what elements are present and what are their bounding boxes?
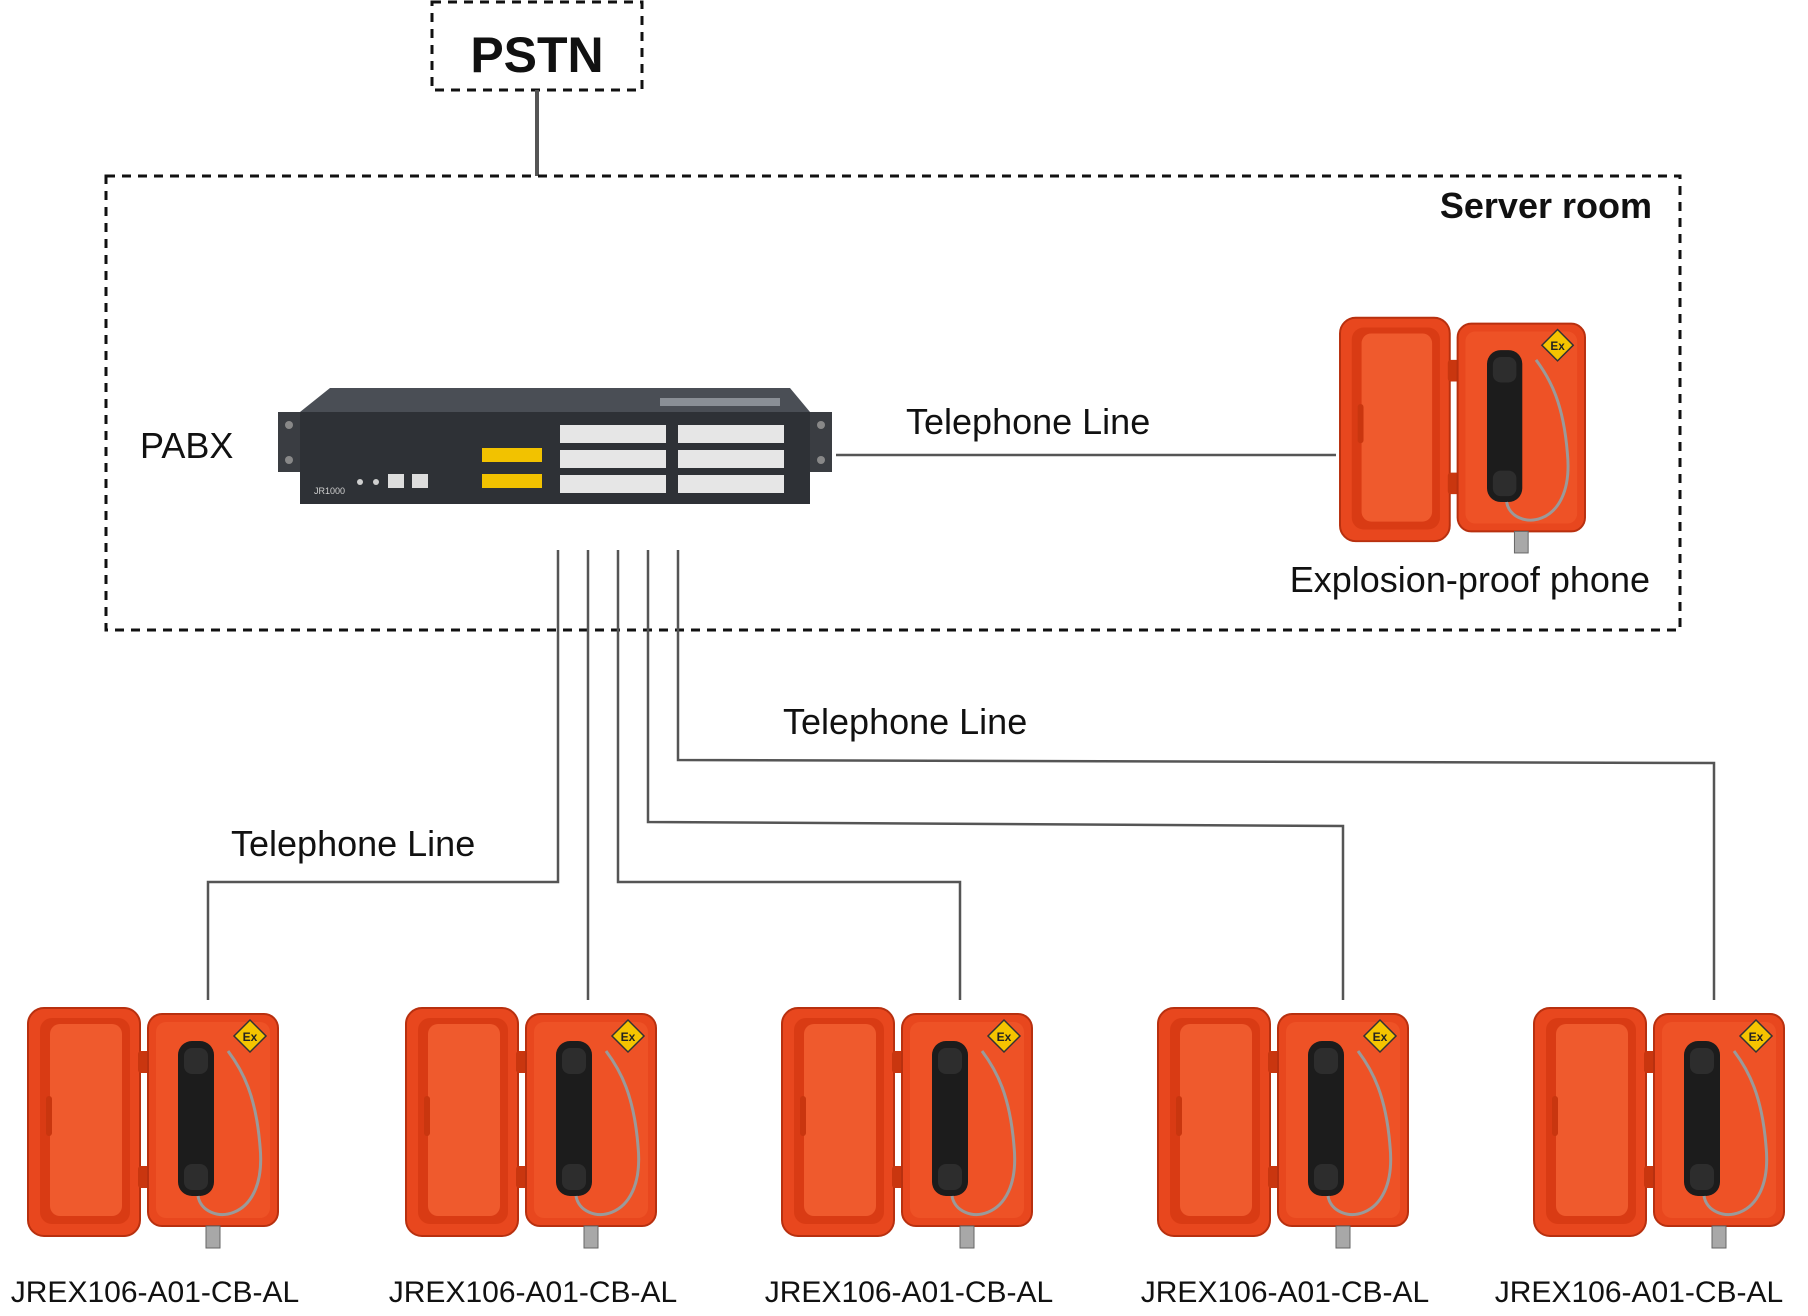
field-phone-1 — [26, 1006, 280, 1250]
telephone-line-label-server: Telephone Line — [906, 401, 1151, 442]
server-room-label: Server room — [1439, 185, 1652, 226]
field-phone-2 — [404, 1006, 658, 1250]
field-phone-model-5: JREX106-A01-CB-AL — [1494, 1276, 1784, 1309]
telephone-line-label-left: Telephone Line — [231, 823, 476, 864]
explosion-proof-phone-label: Explosion-proof phone — [1289, 559, 1650, 600]
field-phone-model-2: JREX106-A01-CB-AL — [388, 1276, 678, 1309]
server-explosion-proof-phone — [1338, 316, 1587, 555]
pstn-label: PSTN — [470, 27, 604, 83]
telephone-lines — [206, 453, 1716, 1000]
field-phone-5 — [1532, 1006, 1786, 1250]
pabx-label: PABX — [140, 425, 234, 466]
line-field-phone-3 — [616, 550, 962, 1000]
field-phone-model-1: JREX106-A01-CB-AL — [10, 1276, 300, 1309]
field-phone-3 — [780, 1006, 1034, 1250]
line-field-phone-1 — [206, 550, 560, 1000]
svg-text:JR1000: JR1000 — [314, 486, 345, 496]
field-phone-4 — [1156, 1006, 1410, 1250]
pabx-device: JR1000 — [278, 388, 832, 504]
field-phone-model-4: JREX106-A01-CB-AL — [1140, 1276, 1430, 1309]
server-room-border — [104, 174, 1682, 632]
telephone-line-label-right: Telephone Line — [783, 701, 1028, 742]
line-field-phone-4 — [646, 550, 1345, 1000]
field-phone-model-3: JREX106-A01-CB-AL — [764, 1276, 1054, 1309]
line-field-phone-5 — [676, 550, 1716, 1000]
